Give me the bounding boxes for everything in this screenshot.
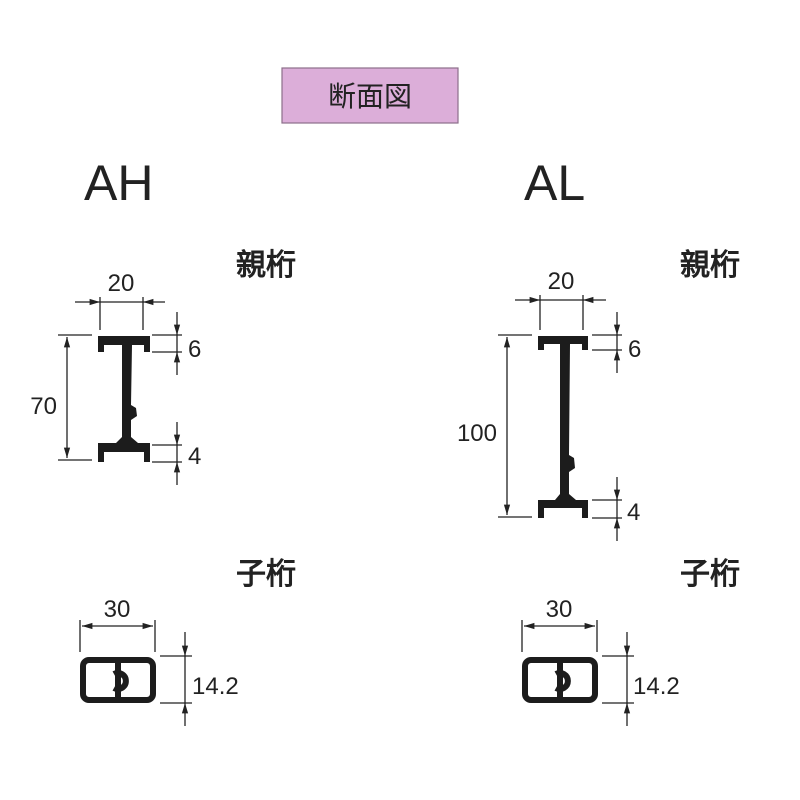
child-beam-label-al: 子桁 bbox=[680, 557, 740, 592]
parent-beam-profile-al bbox=[538, 336, 588, 518]
dimension-height-al-child: 14.2 bbox=[602, 632, 680, 726]
dimension-bottom-flange-ah: 4 bbox=[152, 422, 201, 485]
dimension-width-al-parent: 20 bbox=[515, 268, 606, 330]
svg-text:20: 20 bbox=[108, 270, 135, 297]
svg-text:6: 6 bbox=[188, 336, 201, 363]
dimension-width-ah-parent: 20 bbox=[75, 270, 165, 330]
svg-text:14.2: 14.2 bbox=[633, 673, 680, 700]
dimension-height-ah-parent: 70 bbox=[30, 334, 92, 461]
dimension-top-flange-ah: 6 bbox=[152, 312, 201, 375]
child-beam-profile-al bbox=[522, 657, 598, 703]
svg-text:14.2: 14.2 bbox=[192, 673, 239, 700]
dimension-width-al-child: 30 bbox=[521, 596, 598, 652]
svg-text:70: 70 bbox=[30, 393, 57, 420]
section-name-ah: AH bbox=[84, 155, 153, 211]
title-text: 断面図 bbox=[328, 80, 412, 113]
svg-text:20: 20 bbox=[548, 268, 575, 295]
title-box: 断面図 bbox=[281, 67, 459, 124]
child-beam-profile-ah bbox=[80, 657, 156, 703]
svg-text:6: 6 bbox=[628, 336, 641, 363]
parent-beam-label-ah: 親桁 bbox=[236, 248, 296, 283]
svg-text:4: 4 bbox=[627, 499, 640, 526]
dimension-height-ah-child: 14.2 bbox=[160, 632, 239, 726]
dimension-width-ah-child: 30 bbox=[79, 596, 156, 652]
parent-beam-profile-ah bbox=[98, 336, 150, 462]
dimension-top-flange-al: 6 bbox=[592, 312, 641, 373]
svg-text:30: 30 bbox=[104, 596, 131, 623]
svg-text:100: 100 bbox=[457, 420, 497, 447]
svg-text:4: 4 bbox=[188, 443, 201, 470]
dimension-height-al-parent: 100 bbox=[457, 334, 532, 518]
parent-beam-label-al: 親桁 bbox=[680, 248, 740, 283]
dimension-bottom-flange-al: 4 bbox=[592, 477, 640, 541]
svg-text:30: 30 bbox=[546, 596, 573, 623]
child-beam-label-ah: 子桁 bbox=[236, 557, 296, 592]
section-name-al: AL bbox=[524, 155, 585, 211]
